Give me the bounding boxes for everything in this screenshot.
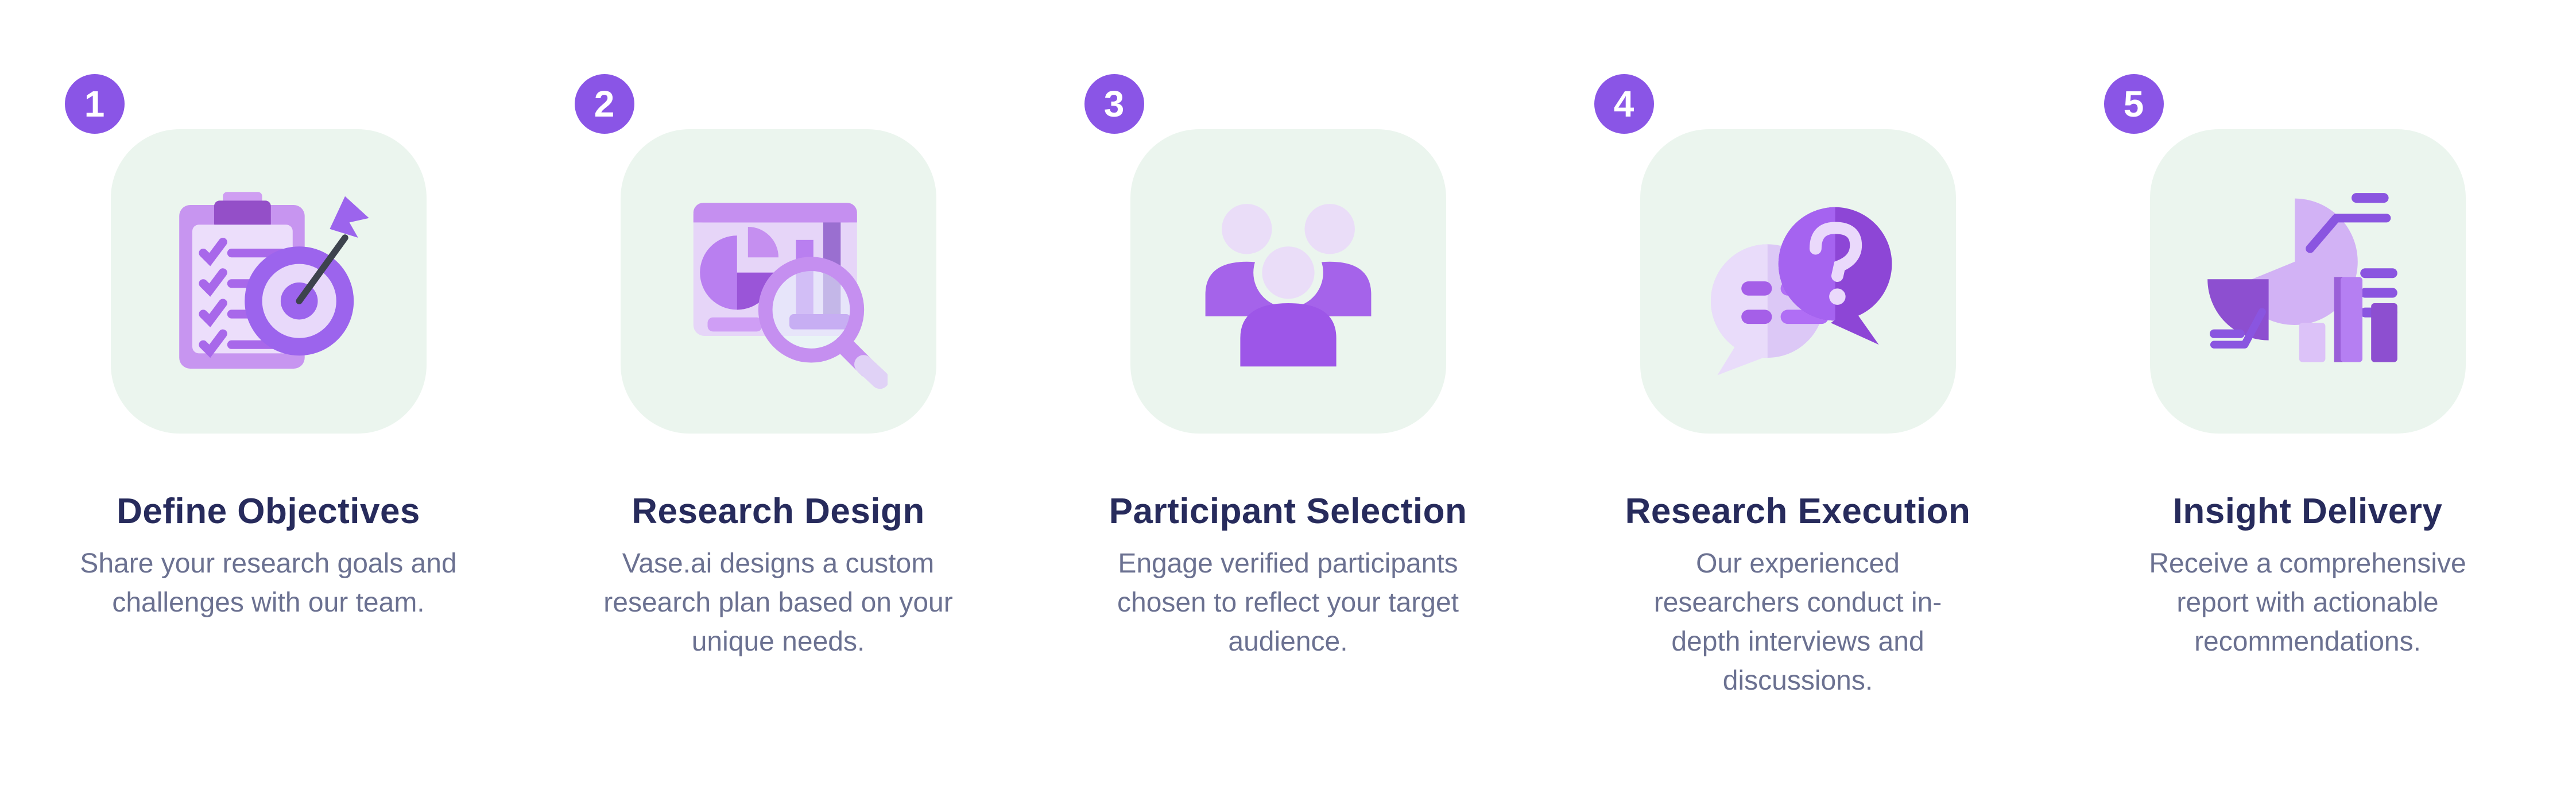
step-column-research-design: 2 Research Design Vase.ai designs a cust…: [532, 74, 1025, 701]
charts-report-icon: [2207, 193, 2397, 362]
step-title: Insight Delivery: [2172, 492, 2443, 531]
step-number-badge: 3: [1084, 74, 1144, 134]
step-number-badge: 1: [64, 74, 125, 134]
clipboard-checklist-target-icon: [179, 192, 369, 369]
icon-tile: 3: [1084, 74, 1446, 434]
chat-bubbles-question-icon: [1710, 207, 1892, 376]
icon-tile: 2: [574, 74, 936, 434]
step-column-define-objectives: 1: [22, 74, 515, 701]
step-title: Research Execution: [1625, 492, 1971, 531]
presentation-chart-magnifier-icon: [693, 203, 888, 389]
step-column-insight-delivery: 5 Insight Delivery Receive a comprehensi…: [2062, 74, 2554, 701]
icon-tile: 5: [2104, 74, 2466, 434]
step-description: Engage verified participants chosen to r…: [1117, 548, 1459, 657]
icon-tile: 1: [64, 74, 427, 434]
step-description: Vase.ai designs a custom research plan b…: [603, 548, 953, 657]
step-column-research-execution: 4 Research Execution Our experienced res…: [1552, 74, 2044, 701]
step-description: Share your research goals and challenges…: [80, 548, 457, 618]
step-number-badge: 4: [1594, 74, 1654, 134]
process-steps-row: 1: [22, 74, 2554, 701]
icon-tile: 4: [1594, 74, 1956, 434]
step-description: Receive a comprehensive report with acti…: [2149, 548, 2466, 657]
step-title: Participant Selection: [1109, 492, 1467, 531]
step-description: Our experienced researchers conduct in-d…: [1653, 548, 1942, 697]
step-column-participant-selection: 3 Participant Selection Engage verified …: [1042, 74, 1535, 701]
step-number-badge: 2: [574, 74, 634, 134]
step-number-badge: 5: [2104, 74, 2164, 134]
step-title: Research Design: [632, 492, 925, 531]
participants-group-icon: [1205, 197, 1371, 367]
step-title: Define Objectives: [117, 492, 420, 531]
